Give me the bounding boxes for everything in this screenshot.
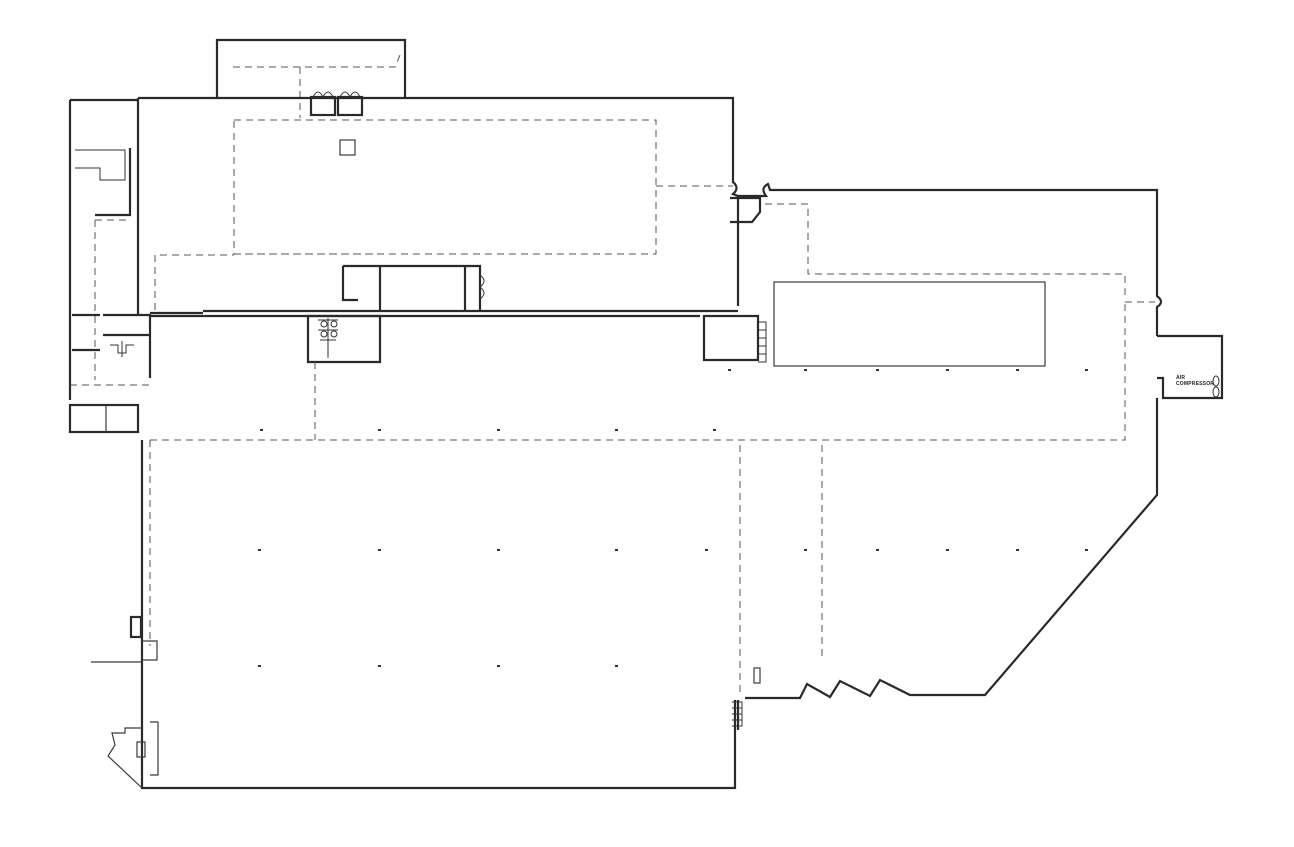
west-office-strip	[68, 98, 152, 434]
air-compressor-label: AIR COMPRESSOR	[1176, 375, 1215, 387]
central-corridor	[149, 300, 1126, 646]
top-annex	[215, 38, 407, 118]
east-warehouse	[702, 182, 1163, 367]
column-markers	[258, 369, 1088, 667]
inner-rectangle	[773, 281, 1046, 367]
label-line-1: AIR	[1176, 375, 1186, 381]
east-outer-wall	[739, 398, 1159, 700]
central-restrooms	[306, 264, 485, 364]
north-warehouse	[136, 96, 740, 316]
south-warehouse	[140, 440, 743, 790]
air-compressor-room	[1157, 334, 1224, 400]
southwest-dock	[91, 615, 159, 789]
label-line-2: COMPRESSOR	[1176, 380, 1215, 387]
